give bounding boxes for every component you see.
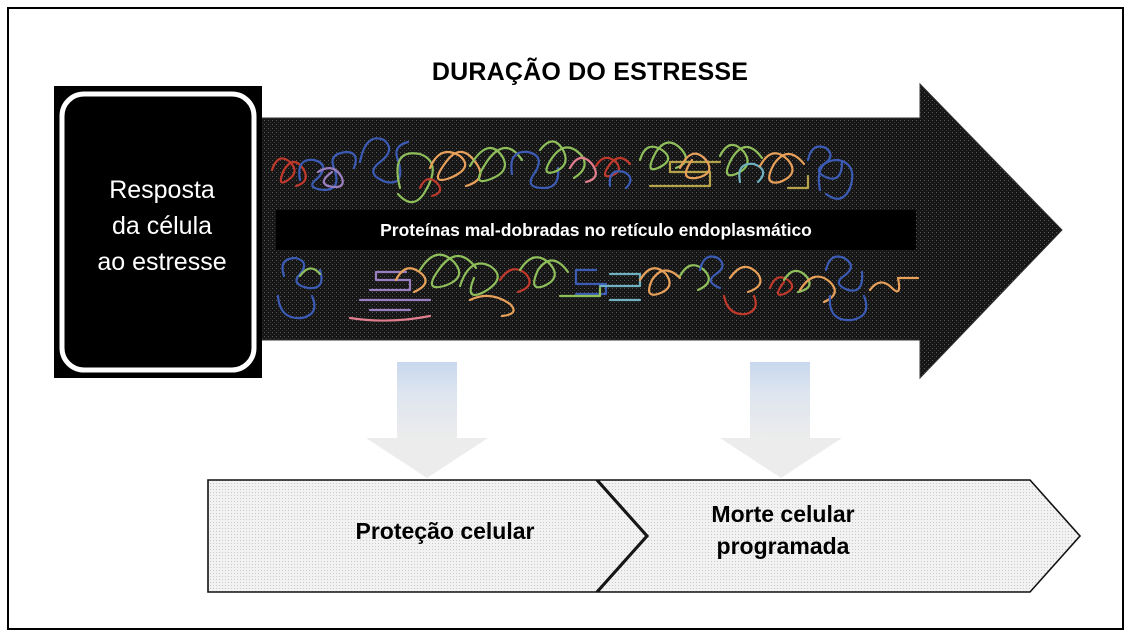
outcome-death-line-1: Morte celular: [711, 501, 855, 527]
response-line-2: da célula: [111, 212, 213, 240]
diagram-title: DURAÇÃO DO ESTRESSE: [431, 58, 749, 86]
outcome-chevron-death: [596, 479, 1082, 593]
misfolded-proteins-illustration: [270, 137, 920, 322]
misfolded-proteins-label: Proteínas mal-dobradas no retículo endop…: [276, 210, 916, 250]
down-arrow-protection: [366, 362, 488, 478]
down-arrow-death: [720, 362, 842, 478]
outcome-chevron-protection: [207, 479, 648, 593]
response-box-label: Resposta da célula ao estresse: [72, 172, 252, 280]
outcome-protection-label: Proteção celular: [355, 518, 535, 544]
outcome-death-line-2: programada: [716, 533, 850, 559]
response-line-3: ao estresse: [97, 248, 227, 276]
outcome-death-label: Morte celular programada: [668, 498, 898, 562]
response-line-1: Resposta: [109, 176, 215, 204]
response-box: [59, 91, 257, 373]
